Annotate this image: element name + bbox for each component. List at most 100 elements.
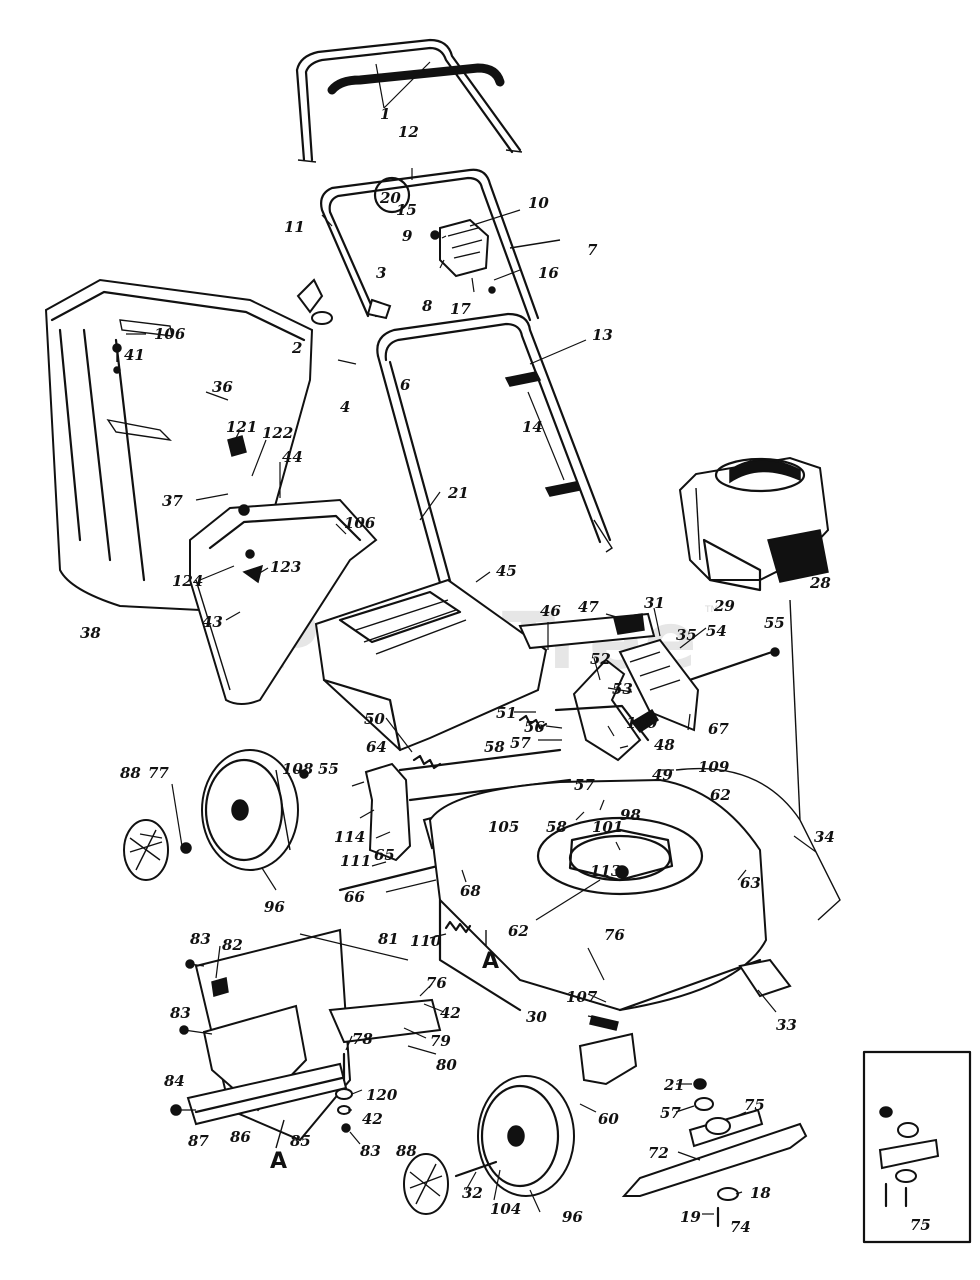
callout-label-111: 111: [340, 852, 371, 870]
engine-cable: [789, 599, 801, 821]
height-adjuster-plate: [618, 638, 700, 732]
callout-label-88: 88: [120, 764, 141, 782]
bolt-83c: [341, 1123, 351, 1133]
callout-label-108: 108: [282, 760, 314, 778]
callout-label-76: 76: [604, 926, 625, 944]
engine: [678, 456, 830, 592]
watermark-trademark: TM: [704, 605, 718, 615]
callout-label-31: 31: [644, 594, 665, 612]
part-bracket-33: [738, 958, 792, 998]
washer-77: [180, 842, 192, 854]
callout-label-113: 113: [590, 862, 621, 880]
callout-label-62b: 62: [508, 922, 529, 940]
callout-label-21: 21: [447, 484, 469, 502]
callout-label-81: 81: [378, 930, 399, 948]
callout-label-32: 32: [462, 1184, 483, 1202]
callout-label-21b: 21: [663, 1076, 685, 1094]
screw-106: [112, 343, 122, 374]
callout-label-7: 7: [587, 241, 598, 259]
callout-label-106: 106: [154, 325, 186, 343]
callout-label-82: 82: [222, 936, 243, 954]
callout-label-15: 15: [396, 201, 417, 219]
callout-label-55b: 55: [318, 760, 339, 778]
callout-label-16: 16: [538, 264, 559, 282]
callout-label-57: 57: [510, 734, 531, 752]
callout-label-83c: 83: [360, 1142, 381, 1160]
callout-label-87: 87: [188, 1132, 209, 1150]
pivot-bracket-64: [364, 762, 412, 862]
callout-label-105: 105: [488, 818, 519, 836]
callout-label-110: 110: [410, 932, 442, 950]
callout-label-19: 19: [680, 1208, 701, 1226]
callout-label-41: 41: [124, 346, 145, 364]
callout-label-50: 50: [364, 710, 385, 728]
callout-label-10: 10: [528, 194, 549, 212]
blade-assembly: [621, 1078, 808, 1228]
callout-labels: 1 12 20 10 15 9 7 11 16 3 8 17 2 13 106 …: [80, 105, 931, 1236]
callout-label-57c: 57: [660, 1104, 681, 1122]
callout-label-85: 85: [290, 1132, 311, 1150]
callout-label-55: 55: [764, 614, 785, 632]
callout-label-18: 18: [750, 1184, 771, 1202]
callout-label-101: 101: [592, 818, 623, 836]
callout-label-48: 48: [654, 736, 675, 754]
hub-cap-left: [123, 819, 169, 881]
callout-label-120: 120: [366, 1086, 398, 1104]
callout-label-1: 1: [380, 105, 390, 123]
part-spring-110: [444, 920, 472, 934]
callout-label-43: 43: [202, 613, 223, 631]
callout-label-13: 13: [592, 326, 613, 344]
upper-handle: [295, 38, 523, 163]
part-cable-7: [509, 239, 561, 249]
callout-label-20: 20: [379, 189, 401, 207]
callout-label-14: 14: [522, 418, 543, 436]
callout-label-96b: 96: [562, 1208, 583, 1226]
callout-label-53: 53: [612, 680, 633, 698]
callout-label-74: 74: [730, 1218, 751, 1236]
callout-label-123: 123: [270, 558, 301, 576]
rear-left-wheel: [201, 749, 299, 871]
callout-label-66: 66: [344, 888, 365, 906]
callout-label-34: 34: [814, 828, 835, 846]
middle-handle: [320, 168, 540, 322]
callout-label-88b: 88: [396, 1142, 417, 1160]
callout-label-72: 72: [648, 1144, 669, 1162]
front-wheel: [477, 1075, 575, 1197]
callout-label-37: 37: [162, 492, 183, 510]
callout-label-28: 28: [809, 574, 831, 592]
callout-label-75b: 75: [910, 1216, 931, 1234]
reference-letter-a: A: [482, 949, 499, 974]
callout-label-67: 67: [708, 720, 729, 738]
callout-label-17: 17: [450, 300, 471, 318]
callout-label-49: 49: [652, 766, 673, 784]
control-bracket: [430, 218, 496, 294]
callout-label-36: 36: [212, 378, 233, 396]
callout-label-4: 4: [340, 398, 350, 416]
callout-label-107: 107: [566, 988, 598, 1006]
side-discharge-assembly: [186, 928, 442, 1142]
mower-deck: [428, 778, 768, 1012]
callout-label-42b: 42: [362, 1110, 383, 1128]
callout-label-42: 42: [440, 1004, 461, 1022]
callout-label-60: 60: [598, 1110, 619, 1128]
callout-label-30: 30: [526, 1008, 547, 1026]
inset-adapter-box: [862, 1050, 972, 1244]
callout-label-9: 9: [402, 227, 413, 245]
callout-label-63: 63: [740, 874, 761, 892]
part-124: [245, 549, 255, 559]
callout-label-65: 65: [374, 846, 395, 864]
part-disc-20: [373, 176, 411, 214]
washer-120: [335, 1088, 353, 1100]
callout-label-58b: 58: [546, 818, 567, 836]
callout-label-84: 84: [164, 1072, 185, 1090]
callout-label-56: 56: [524, 718, 545, 736]
part-clip-14b: [544, 481, 582, 497]
reference-letter-a: A: [270, 1149, 287, 1174]
callout-label-44: 44: [282, 448, 303, 466]
callout-label-47: 47: [578, 598, 599, 616]
callout-label-83b: 83: [170, 1004, 191, 1022]
callout-label-114: 114: [334, 828, 365, 846]
bag-frame: [189, 498, 378, 705]
rear-deflector: [314, 578, 548, 752]
callout-label-109: 109: [698, 758, 730, 776]
